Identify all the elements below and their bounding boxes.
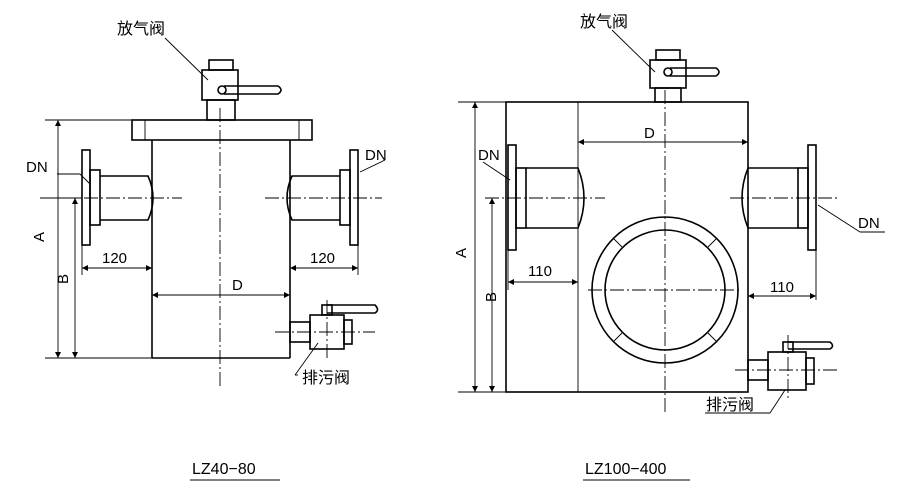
left-drain-valve	[275, 300, 379, 360]
right-dim-outlet-label: 110	[770, 279, 794, 296]
right-body	[458, 101, 749, 393]
left-inlet	[40, 149, 182, 246]
right-access-cover	[588, 216, 742, 364]
right-dim-b-label: B	[483, 292, 500, 302]
left-dim-b-label: B	[55, 274, 72, 284]
drawing-lz100-400: 放气阀 DN DN A B D 110 110 排污阀 LZ100−400	[453, 12, 885, 481]
right-drain-valve	[735, 335, 840, 400]
left-drain-valve-label: 排污阀	[302, 368, 350, 387]
right-dim-a-label: A	[453, 248, 470, 258]
left-top-flange	[45, 119, 313, 141]
left-outlet	[265, 149, 382, 246]
left-dn-inlet-label: DN	[26, 159, 48, 176]
left-dim-a-label: A	[31, 232, 48, 242]
right-dn-outlet-label: DN	[858, 215, 880, 232]
left-dim-outlet-label: 120	[310, 250, 335, 267]
left-body	[151, 140, 291, 359]
right-dn-inlet-label: DN	[478, 147, 500, 164]
left-dn-outlet-label: DN	[365, 147, 387, 164]
right-dim-d-label: D	[644, 125, 655, 142]
left-dim-inlet-label: 120	[102, 250, 127, 267]
right-caption: LZ100−400	[585, 461, 667, 478]
right-outlet	[730, 144, 840, 251]
drawing-lz40-80: 放气阀 DN DN A B D 120 120 排污阀 LZ40−80	[26, 19, 387, 481]
right-dimensions	[472, 29, 885, 414]
left-caption: LZ40−80	[192, 461, 256, 478]
right-vent-valve	[649, 49, 720, 103]
left-dimensions	[40, 37, 386, 376]
right-dim-inlet-label: 110	[528, 263, 552, 280]
right-drain-valve-label: 排污阀	[706, 395, 754, 414]
right-vent-valve-label: 放气阀	[580, 12, 628, 31]
right-inlet	[485, 144, 605, 251]
left-dim-d-label: D	[232, 277, 243, 294]
left-vent-valve-label: 放气阀	[117, 19, 165, 38]
left-vent-valve	[201, 59, 282, 121]
